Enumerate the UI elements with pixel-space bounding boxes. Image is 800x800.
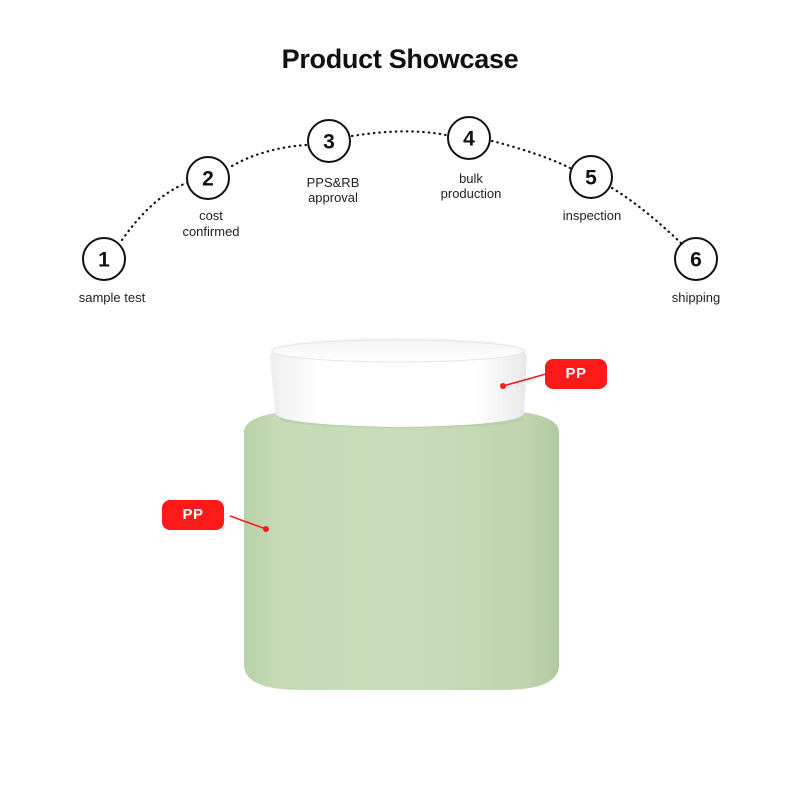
step-label: sample test — [79, 290, 146, 305]
step-number: 4 — [463, 128, 475, 151]
step-label: shipping — [672, 290, 720, 305]
step-circle — [307, 119, 351, 163]
process-step-4: 4 bulk production — [441, 116, 502, 201]
step-circle — [82, 237, 126, 281]
process-connector-arc — [120, 130, 684, 246]
step-number: 1 — [98, 249, 110, 272]
page-title: Product Showcase — [281, 44, 519, 74]
lid-callout-pointer — [500, 373, 547, 389]
step-label: confirmed — [182, 224, 239, 239]
step-circle — [447, 116, 491, 160]
step-circle — [186, 156, 230, 200]
jar-lid-top-edge — [271, 339, 525, 363]
step-label: cost — [199, 208, 223, 223]
step-label: bulk — [459, 171, 483, 186]
step-label: inspection — [563, 208, 622, 223]
step-number: 6 — [690, 249, 702, 272]
step-number: 3 — [323, 131, 335, 154]
step-number: 2 — [202, 168, 214, 191]
jar-callout-pointer — [229, 515, 269, 532]
process-step-2: 2 cost confirmed — [182, 156, 240, 239]
process-step-1: 1 sample test — [79, 237, 146, 305]
lid-material-tag: PP — [545, 359, 607, 389]
step-label: PPS&RB — [307, 175, 360, 190]
step-number: 5 — [585, 167, 597, 190]
process-step-5: 5 inspection — [563, 155, 622, 223]
jar-body — [244, 410, 559, 690]
process-step-3: 3 PPS&RB approval — [307, 119, 360, 205]
step-circle — [569, 155, 613, 199]
process-step-6: 6 shipping — [672, 237, 720, 305]
jar-product-image — [244, 337, 559, 690]
step-circle — [674, 237, 718, 281]
step-label: production — [441, 186, 502, 201]
step-label: approval — [308, 190, 358, 205]
jar-material-tag: PP — [162, 500, 224, 530]
jar-lid-top — [271, 338, 525, 362]
